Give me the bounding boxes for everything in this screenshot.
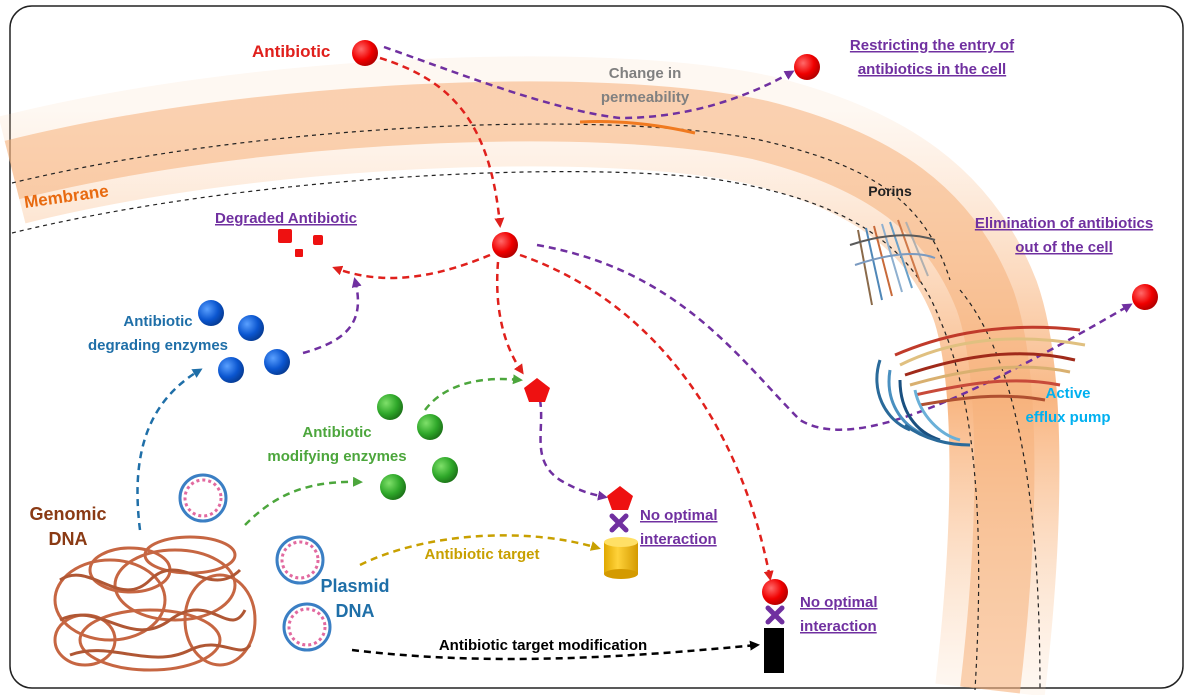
antibiotic-label: Antibiotic <box>252 42 330 61</box>
no-optimal-interaction-2-line1: No optimal <box>800 594 878 611</box>
elimination-label-line1: Elimination of antibiotics <box>975 215 1153 232</box>
no-interaction-x-1 <box>609 513 629 533</box>
porins-label: Porins <box>868 183 912 199</box>
antibiotic-expelled-molecule <box>1132 284 1158 310</box>
restricting-entry-label-line1: Restricting the entry of <box>850 37 1015 54</box>
elimination-label-line2: out of the cell <box>1015 239 1113 256</box>
antibiotic-target-label: Antibiotic target <box>425 546 540 563</box>
efflux-pump-label-line1: Active <box>1045 385 1090 402</box>
to-target-modification-arrow <box>519 253 774 581</box>
change-in-permeability-label-line2: permeability <box>601 89 690 106</box>
dna-to-degrading-arrow <box>136 368 203 531</box>
red-pathways <box>332 56 774 581</box>
genomic-dna-label-line1: Genomic <box>29 504 106 524</box>
degradation-arrow <box>302 277 362 355</box>
modifying-enzymes <box>377 394 458 500</box>
antibiotic-at-target-molecule <box>762 579 788 605</box>
antibiotic-entry-arrow <box>379 56 505 228</box>
change-in-permeability-label-line1: Change in <box>609 65 682 82</box>
modified-to-target-arrow <box>538 399 608 501</box>
genomic-dna-tangle <box>53 535 257 672</box>
porins-structure <box>849 219 936 306</box>
degrading-enzymes-label-line1: Antibiotic <box>123 313 192 330</box>
plasmid-dna-label-line1: Plasmid <box>320 576 389 596</box>
membrane <box>0 56 1060 695</box>
efflux-pump-label-line2: efflux pump <box>1026 409 1111 426</box>
genomic-dna-label-line2: DNA <box>49 529 88 549</box>
degraded-antibiotic-label: Degraded Antibiotic <box>215 210 357 227</box>
plasmid-dna-label-line2: DNA <box>336 601 375 621</box>
modifying-enzymes-label-line2: modifying enzymes <box>267 448 406 465</box>
antibiotic-target-cylinder <box>604 537 638 579</box>
plasmid-to-target-arrow <box>359 534 601 567</box>
modifying-to-antibiotic-arrow <box>424 374 523 411</box>
antibiotic-outside-molecule <box>794 54 820 80</box>
antibiotic-inside-molecule <box>492 232 518 258</box>
no-optimal-interaction-1-line2: interaction <box>640 531 717 548</box>
no-interaction-x-2 <box>765 605 785 625</box>
plasmid-rings <box>178 473 332 652</box>
modified-antibiotic-at-target <box>607 486 633 510</box>
efflux-pump-structure <box>875 325 1086 447</box>
restricting-entry-label-line2: antibiotics in the cell <box>858 61 1006 78</box>
degraded-fragments <box>278 229 323 257</box>
modifying-enzymes-label-line1: Antibiotic <box>302 424 371 441</box>
modified-antibiotic-pentagon <box>524 378 550 402</box>
no-optimal-interaction-1-line1: No optimal <box>640 507 718 524</box>
antibiotic-molecule <box>352 40 378 66</box>
target-modification-arrow <box>351 640 760 661</box>
degrading-enzymes-label-line2: degrading enzymes <box>88 337 228 354</box>
no-optimal-interaction-2-line2: interaction <box>800 618 877 635</box>
modified-target-block <box>764 628 784 673</box>
degrading-enzymes <box>198 300 290 383</box>
to-degraded-arrow <box>332 253 491 280</box>
restrict-entry-arrow <box>383 45 795 120</box>
target-modification-label: Antibiotic target modification <box>439 637 647 654</box>
to-modified-arrow <box>495 261 524 375</box>
plasmid-to-modifying-arrow <box>244 476 363 526</box>
